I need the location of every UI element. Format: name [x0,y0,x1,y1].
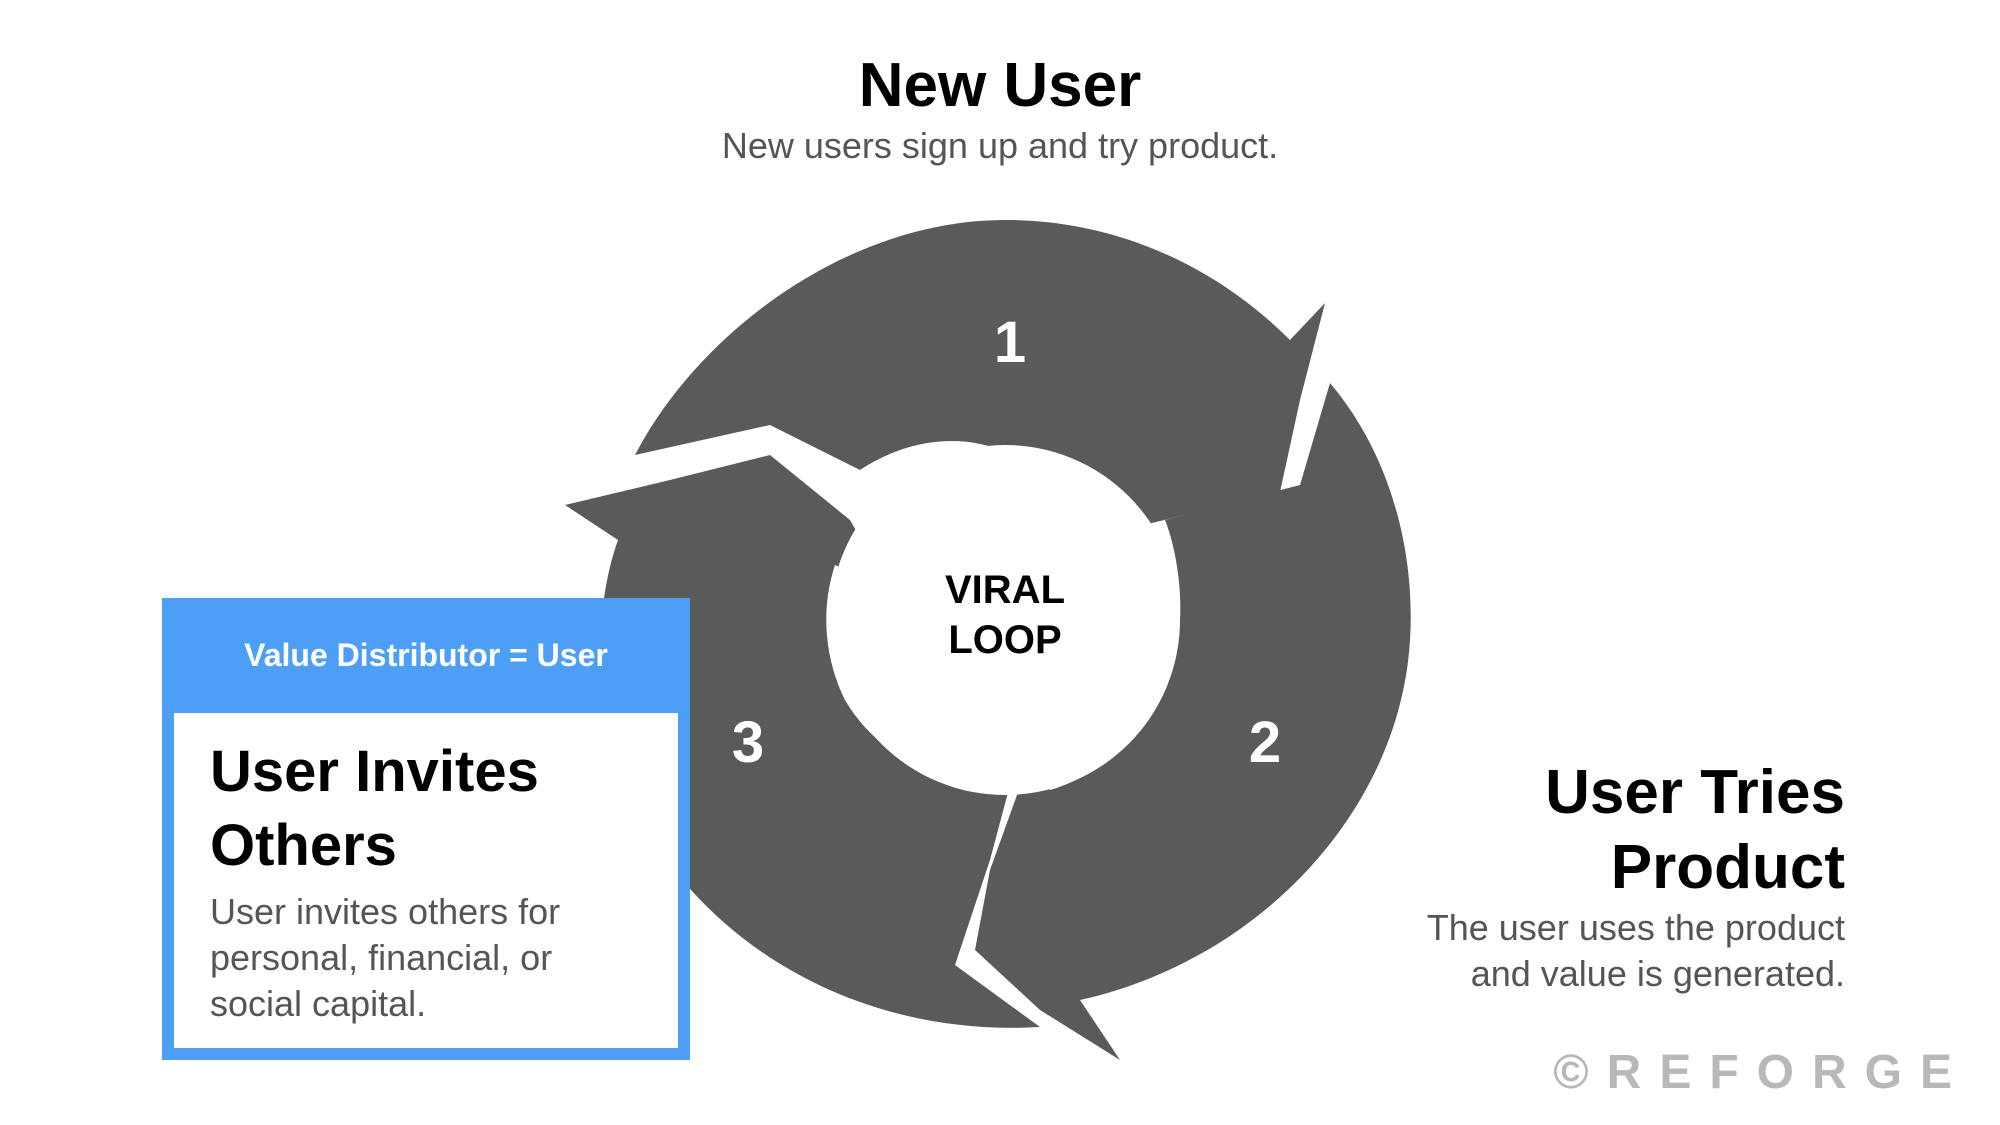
loop-segment-2 [975,383,1411,1060]
loop-center [830,445,1180,795]
step-2-title-line1: User Tries [1545,758,1845,827]
step-3-description-line1: User invites others for [210,891,561,932]
reforge-watermark: ©REFORGE [1553,1046,1970,1099]
step-2-description: The user uses the product and value is g… [1325,905,1845,997]
step-2-number: 2 [1249,710,1281,775]
step-3-title: User Invites Others [210,735,654,883]
step-2-title: User Tries Product [1425,755,1845,905]
step-3-description-line3: social capital. [210,983,427,1024]
center-label-line2: LOOP [948,618,1061,662]
center-label-line1: VIRAL [945,568,1065,612]
step-3-description-line2: personal, financial, or [210,937,553,978]
step-3-title-line2: Others [210,813,397,878]
step-1-title: New User [858,51,1142,120]
step-1-number: 1 [994,310,1026,375]
step-3-title-line1: User Invites [210,739,539,804]
step-3-highlight-card: Value Distributor = User User Invites Ot… [162,598,690,1060]
value-distributor-header: Value Distributor = User [244,637,608,673]
step-3-description: User invites others for personal, financ… [210,889,654,1027]
step-2-title-line2: Product [1610,833,1845,902]
loop-segment-1 [635,220,1325,538]
step-3-card-body: User Invites Others User invites others … [174,713,678,1048]
step-2-description-line1: The user uses the product [1426,907,1845,948]
step-2-description-line2: and value is generated. [1470,953,1845,994]
step-3-number: 3 [732,710,764,775]
step-1-description: New users sign up and try product. [721,125,1279,166]
